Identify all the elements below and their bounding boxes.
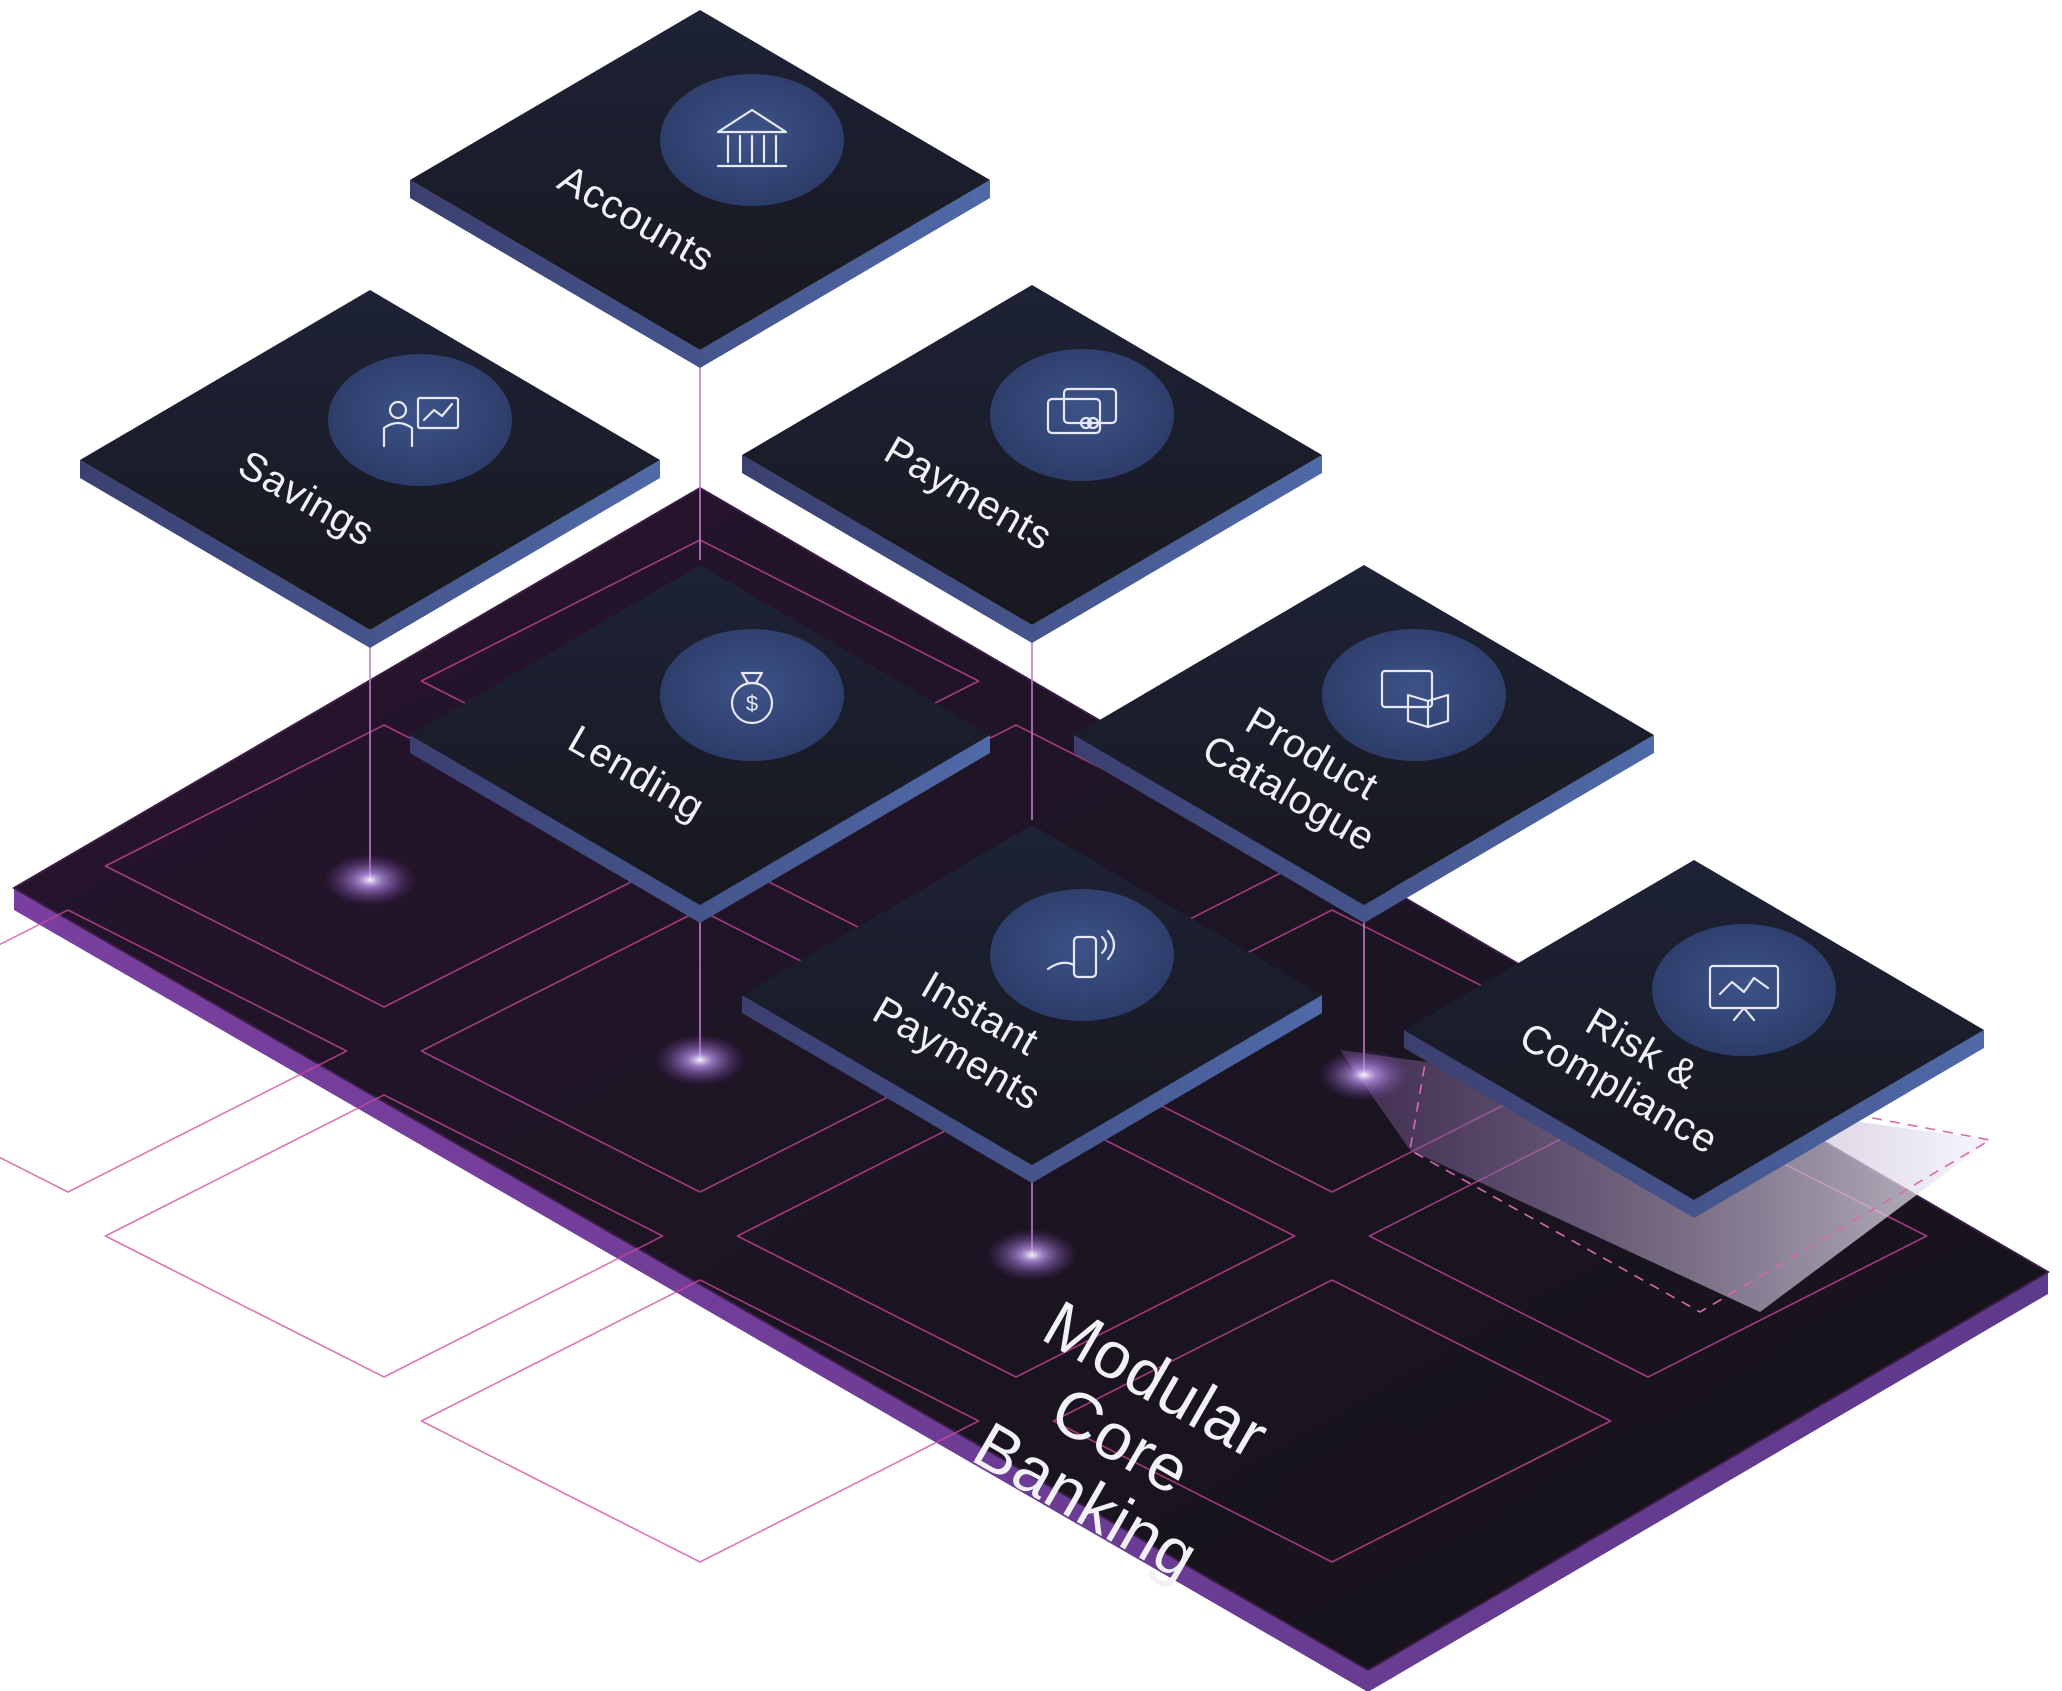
platform-slot xyxy=(1052,1279,1612,1563)
platform-slot xyxy=(736,1094,1296,1378)
glow-lending xyxy=(654,1034,746,1086)
money-bag-icon: $ xyxy=(660,629,844,761)
catalogue-icon xyxy=(1322,629,1506,761)
platform-slot xyxy=(0,909,348,1193)
module-tile-accounts[interactable]: Accounts xyxy=(410,10,990,368)
module-connectors xyxy=(324,350,1410,1281)
contactless-pay-icon xyxy=(990,889,1174,1021)
module-tile-savings[interactable]: Savings xyxy=(80,290,660,648)
cards-icon xyxy=(990,349,1174,481)
glow-savings xyxy=(324,854,416,906)
platform-slot xyxy=(420,1279,980,1563)
bank-icon xyxy=(660,74,844,206)
risk-chart-icon xyxy=(1652,924,1836,1056)
glow-product-catalogue xyxy=(1318,1049,1410,1101)
module-tile-payments[interactable]: Payments xyxy=(742,285,1322,643)
glow-instant-payments xyxy=(986,1229,1078,1281)
module-tile-risk-compliance[interactable]: Risk &Compliance xyxy=(1404,860,1984,1218)
platform-slot xyxy=(104,1094,664,1378)
module-tile-lending[interactable]: $Lending xyxy=(410,565,990,923)
savings-presentation-icon xyxy=(328,354,512,486)
svg-text:$: $ xyxy=(746,691,758,716)
